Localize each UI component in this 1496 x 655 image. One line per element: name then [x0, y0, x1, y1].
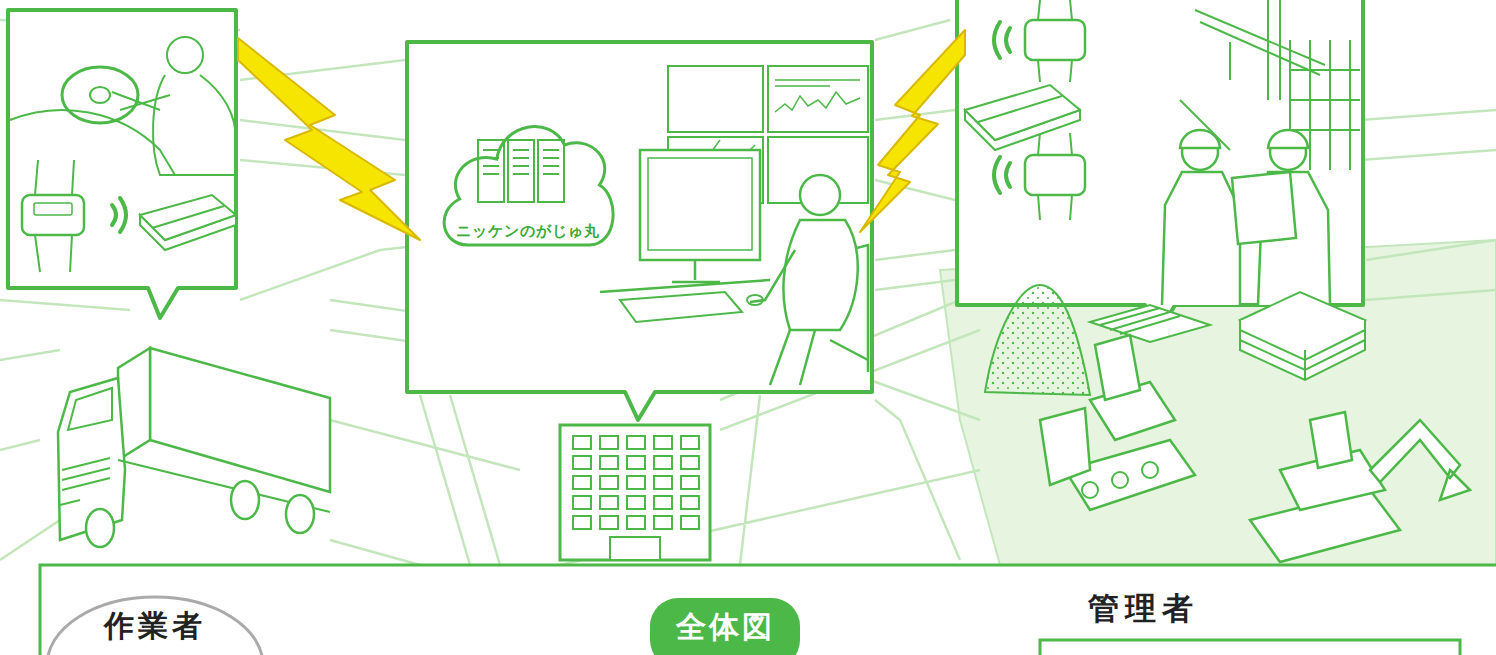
- dashboard-line: [10, 110, 175, 175]
- driver-body: [112, 75, 236, 175]
- wristband-screen: [34, 203, 72, 215]
- bulldozer-cab: [1095, 335, 1140, 400]
- truck-wheel: [231, 481, 259, 519]
- operator-arm: [750, 250, 795, 385]
- monitor-screen: [648, 158, 752, 250]
- monitor: [640, 150, 760, 260]
- building-windows: [570, 433, 705, 533]
- excavator-cab: [1310, 412, 1352, 468]
- hard-hat: [1268, 130, 1308, 148]
- wireless-bolt: [860, 30, 965, 232]
- manager-box: [1040, 640, 1460, 655]
- callout-box: [8, 10, 236, 318]
- signal-waves: [112, 198, 126, 232]
- truck-cargo: [150, 348, 330, 492]
- wireless-bolt: [238, 38, 420, 240]
- operator-body: [783, 220, 857, 330]
- wall-screen: [668, 66, 763, 132]
- wristband-device: [1025, 20, 1085, 60]
- sand-pile: [985, 285, 1090, 395]
- truck-wheel: [286, 495, 314, 533]
- board-stack-side: [1240, 320, 1365, 380]
- graph-line: [775, 92, 860, 112]
- wristband-device: [22, 195, 84, 235]
- node-text: ニッケンのがじゅ丸: [456, 222, 600, 241]
- lumber: [1090, 305, 1210, 342]
- track-wheels: [1082, 462, 1158, 498]
- drawing-sheet: [1232, 172, 1296, 244]
- pill-fill: [650, 598, 800, 655]
- bulldozer-blade: [1040, 408, 1090, 485]
- truck-windshield: [68, 388, 112, 430]
- driver-head: [167, 37, 203, 73]
- screen-text-lines: [775, 80, 860, 86]
- callout-box: [957, 0, 1363, 335]
- oval-outline: [47, 597, 263, 655]
- keyboard: [620, 292, 742, 322]
- operator-head: [800, 175, 840, 215]
- gateway-device: [140, 195, 236, 240]
- server-slots: [483, 150, 559, 174]
- steering-wheel: [62, 67, 138, 123]
- truck-wheel: [86, 509, 114, 547]
- building-door: [610, 537, 660, 560]
- worker-body: [1162, 172, 1240, 305]
- steering-hub: [90, 87, 110, 103]
- wall-screen: [768, 66, 868, 132]
- cloud-node: ニッケンのがじゅ丸: [435, 95, 620, 265]
- monitor-stand: [600, 260, 770, 292]
- wristband-device: [1025, 155, 1085, 195]
- hard-hat: [1180, 130, 1220, 148]
- office-building: [560, 425, 710, 560]
- callout-box: [407, 42, 872, 420]
- manager-label: 管理者: [1088, 588, 1199, 630]
- excavator-arm: [1370, 420, 1470, 500]
- heading-pill: 全体図: [650, 598, 800, 655]
- gateway-device: [965, 85, 1080, 140]
- node-text: 作業者: [104, 607, 206, 645]
- crane: [1180, 0, 1325, 150]
- node-text: 全体図: [676, 608, 775, 646]
- cloud-outline: [444, 127, 613, 245]
- worker-oval: 作業者: [45, 595, 265, 655]
